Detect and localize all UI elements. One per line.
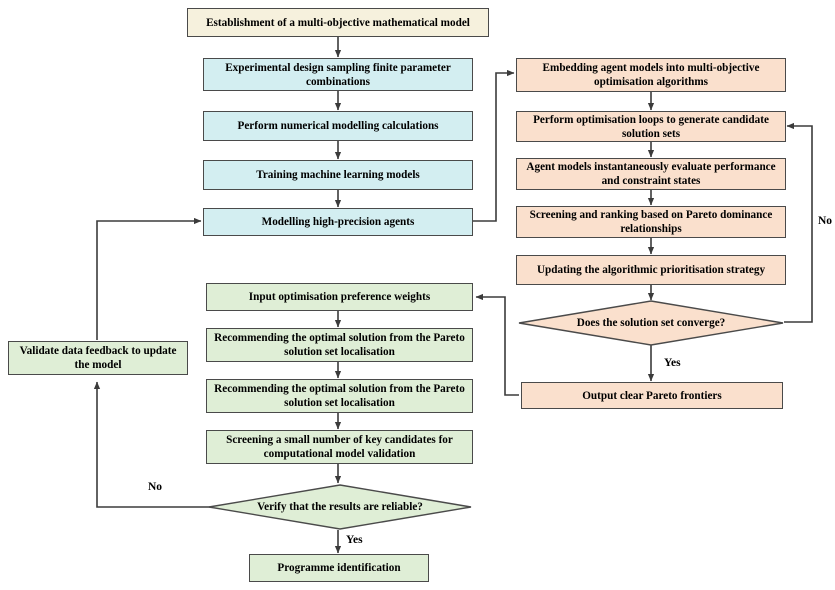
node-embedding-agents-label: Embedding agent models into multi-object… bbox=[542, 62, 760, 88]
node-screening-candidates-label: Screening a small number of key candidat… bbox=[226, 434, 453, 460]
node-recommend-1-label: Recommending the optimal solution from t… bbox=[214, 332, 465, 358]
node-programme-identification[interactable]: Programme identification bbox=[249, 554, 429, 582]
node-embedding-agents[interactable]: Embedding agent models into multi-object… bbox=[516, 58, 786, 92]
node-numerical-modelling-label: Perform numerical modelling calculations bbox=[237, 120, 439, 132]
node-input-weights-label: Input optimisation preference weights bbox=[248, 291, 431, 303]
node-recommend-2[interactable]: Recommending the optimal solution from t… bbox=[206, 379, 473, 413]
edge-label-converge-yes: Yes bbox=[664, 357, 681, 369]
edge-output-to-input-weights bbox=[475, 293, 519, 396]
edge-modelling-to-embedding bbox=[473, 69, 515, 222]
node-modelling-agents[interactable]: Modelling high-precision agents bbox=[203, 208, 473, 236]
node-verify-decision[interactable]: Verify that the results are reliable? bbox=[208, 484, 472, 530]
node-optimisation-loops-label: Perform optimisation loops to generate c… bbox=[533, 113, 769, 140]
node-updating-strategy-label: Updating the algorithmic prioritisation … bbox=[536, 264, 766, 276]
node-recommend-2-label: Recommending the optimal solution from t… bbox=[214, 383, 465, 409]
edge-label-verify-yes: Yes bbox=[346, 534, 363, 546]
converge-diamond-shape bbox=[518, 300, 784, 346]
node-updating-strategy[interactable]: Updating the algorithmic prioritisation … bbox=[516, 255, 786, 285]
node-validate-feedback-label: Validate data feedback to update the mod… bbox=[19, 345, 177, 371]
node-converge-decision-label: Does the solution set converge? bbox=[576, 317, 726, 329]
edge-label-verify-no: No bbox=[148, 481, 163, 493]
node-agent-evaluate[interactable]: Agent models instantaneously evaluate pe… bbox=[516, 158, 786, 190]
node-training-ml-label: Training machine learning models bbox=[256, 169, 420, 181]
node-programme-identification-label: Programme identification bbox=[277, 562, 401, 574]
node-optimisation-loops[interactable]: Perform optimisation loops to generate c… bbox=[516, 111, 786, 142]
edge-converge-no-to-loops bbox=[784, 122, 813, 323]
node-input-weights[interactable]: Input optimisation preference weights bbox=[206, 283, 473, 311]
node-validate-feedback[interactable]: Validate data feedback to update the mod… bbox=[8, 341, 188, 375]
node-screening-candidates[interactable]: Screening a small number of key candidat… bbox=[206, 430, 473, 464]
node-screening-ranking-label: Screening and ranking based on Pareto do… bbox=[529, 209, 773, 235]
node-recommend-1[interactable]: Recommending the optimal solution from t… bbox=[206, 328, 473, 362]
verify-diamond-shape bbox=[208, 484, 472, 530]
node-output-pareto-label: Output clear Pareto frontiers bbox=[582, 389, 722, 402]
node-training-ml[interactable]: Training machine learning models bbox=[203, 160, 473, 190]
node-verify-decision-label: Verify that the results are reliable? bbox=[257, 501, 423, 513]
node-screening-ranking[interactable]: Screening and ranking based on Pareto do… bbox=[516, 206, 786, 238]
node-experimental-design[interactable]: Experimental design sampling finite para… bbox=[203, 58, 473, 91]
node-establishment[interactable]: Establishment of a multi-objective mathe… bbox=[187, 8, 489, 37]
node-experimental-design-label: Experimental design sampling finite para… bbox=[225, 61, 451, 88]
node-modelling-agents-label: Modelling high-precision agents bbox=[261, 216, 415, 228]
node-agent-evaluate-label: Agent models instantaneously evaluate pe… bbox=[526, 161, 776, 187]
node-establishment-label: Establishment of a multi-objective mathe… bbox=[206, 16, 470, 29]
node-numerical-modelling[interactable]: Perform numerical modelling calculations bbox=[203, 111, 473, 141]
node-converge-decision[interactable]: Does the solution set converge? bbox=[518, 300, 784, 346]
edge-label-converge-no: No bbox=[818, 215, 833, 227]
edge-validate-to-modelling bbox=[96, 217, 202, 340]
node-output-pareto[interactable]: Output clear Pareto frontiers bbox=[521, 382, 783, 409]
